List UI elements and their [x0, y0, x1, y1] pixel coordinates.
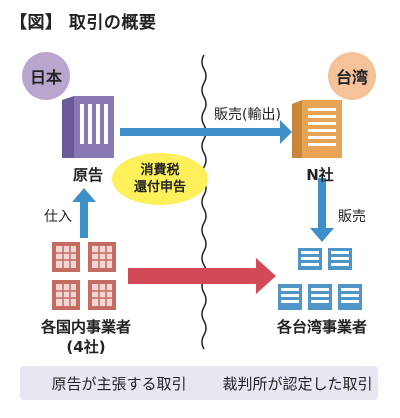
export-sale-label: 販売(輸出) — [214, 107, 281, 123]
purchase-arrow — [72, 188, 96, 238]
domestic-suppliers-label: 各国内事業者 — [40, 318, 131, 336]
tax-refund-line1: 消費税 — [140, 163, 180, 178]
border-line — [201, 54, 207, 350]
page-title: 【図】 取引の概要 — [10, 13, 157, 33]
court-recognized-arrow — [128, 258, 276, 294]
japan-region-badge: 日本 — [22, 52, 70, 100]
plaintiff-label: 原告 — [72, 166, 103, 184]
taiwan-label: 台湾 — [335, 68, 368, 87]
taiwan-sale-label: 販売 — [338, 209, 366, 225]
legend-item-recognized: 裁判所が認定した取引 — [197, 373, 373, 394]
tax-refund-line2: 還付申告 — [133, 180, 186, 195]
domestic-suppliers-building-icons — [52, 242, 116, 310]
n-company-label: N社 — [306, 166, 334, 184]
tax-refund-bubble: 消費税 還付申告 — [112, 153, 208, 205]
n-company-building-icon — [292, 100, 342, 158]
export-sale-arrow — [120, 120, 292, 144]
taiwan-region-badge: 台湾 — [328, 52, 376, 100]
legend: 原告が主張する取引 裁判所が認定した取引 — [20, 366, 378, 400]
legend-recognized-label: 裁判所が認定した取引 — [222, 374, 373, 393]
taiwan-suppliers-label: 各台湾事業者 — [276, 318, 367, 336]
japan-label: 日本 — [29, 68, 62, 87]
legend-item-claimed: 原告が主張する取引 — [25, 373, 186, 394]
purchase-label: 仕入 — [44, 209, 72, 225]
plaintiff-building-icon — [62, 96, 114, 158]
taiwan-suppliers-building-icons — [278, 248, 362, 310]
legend-claimed-label: 原告が主張する取引 — [51, 374, 187, 393]
domestic-count-label: (4社) — [66, 338, 106, 356]
taiwan-sale-arrow — [310, 178, 334, 242]
